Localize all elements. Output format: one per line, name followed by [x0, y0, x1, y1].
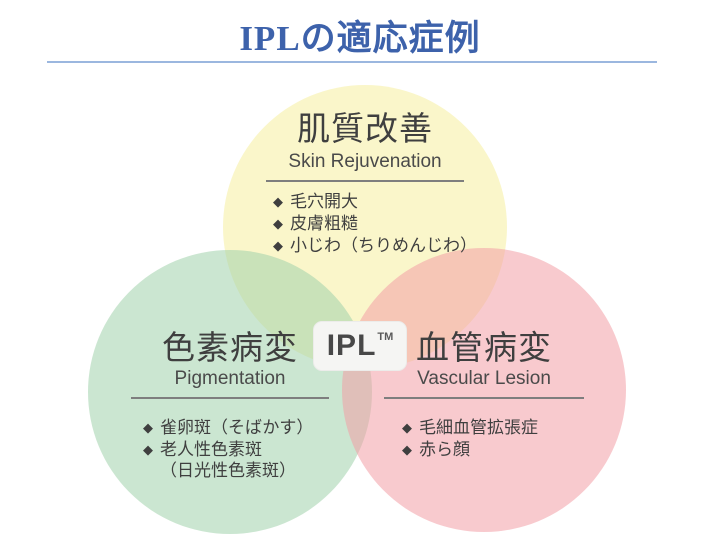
vascular-lesion-title-ja: 血管病変 — [416, 329, 552, 366]
pigmentation-underline — [131, 396, 329, 399]
ipl-center-badge: IPL TM — [313, 321, 407, 371]
skin-rejuvenation-symptom-list: ◆ 毛穴開大 ◆ 皮膚粗糙 ◆ 小じわ（ちりめんじわ） — [240, 191, 490, 256]
skin-rejuvenation-title-ja: 肌質改善 — [297, 110, 433, 147]
ipl-badge-label: IPL — [326, 329, 377, 362]
pigmentation-symptom-list: ◆ 雀卵斑（そばかす） ◆ 老人性色素斑 （日光性色素斑） — [105, 417, 355, 481]
symptom-text: 老人性色素斑 （日光性色素斑） — [160, 439, 296, 480]
skin-rejuvenation-title-en: Skin Rejuvenation — [288, 150, 442, 172]
vascular-lesion-underline — [384, 396, 584, 399]
symptom-item: ◆ 毛穴開大 — [273, 191, 490, 212]
diamond-bullet-icon: ◆ — [273, 237, 283, 253]
venn-circle-pigmentation — [88, 250, 372, 534]
symptom-item: ◆ 毛細血管拡張症 — [402, 417, 609, 438]
symptom-item: ◆ 雀卵斑（そばかす） — [143, 417, 355, 438]
page-title: IPLの適応症例 — [239, 19, 481, 58]
pigmentation-title-ja: 色素病変 — [162, 329, 298, 366]
title-divider — [47, 61, 657, 63]
symptom-text: 赤ら顔 — [419, 439, 470, 459]
diamond-bullet-icon: ◆ — [143, 441, 153, 457]
panel-pigmentation: 色素病変 Pigmentation ◆ 雀卵斑（そばかす） ◆ 老人性色素斑 （日光性… — [105, 329, 355, 482]
symptom-item: ◆ 皮膚粗糙 — [273, 213, 490, 234]
symptom-item: ◆ 赤ら顔 — [402, 439, 609, 460]
symptom-text: 雀卵斑（そばかす） — [160, 417, 314, 437]
skin-rejuvenation-underline — [266, 179, 464, 182]
symptom-text: 小じわ（ちりめんじわ） — [290, 235, 477, 255]
diamond-bullet-icon: ◆ — [402, 441, 412, 457]
symptom-text: 皮膚粗糙 — [290, 213, 358, 233]
diamond-bullet-icon: ◆ — [143, 419, 153, 435]
symptom-item: ◆ 老人性色素斑 （日光性色素斑） — [143, 439, 355, 481]
symptom-text: 毛穴開大 — [290, 191, 358, 211]
pigmentation-title-en: Pigmentation — [174, 367, 286, 389]
panel-skin-rejuvenation: 肌質改善 Skin Rejuvenation ◆ 毛穴開大 ◆ 皮膚粗糙 ◆ 小じわ（ちり… — [240, 110, 490, 257]
diamond-bullet-icon: ◆ — [402, 419, 412, 435]
symptom-item: ◆ 小じわ（ちりめんじわ） — [273, 235, 490, 256]
diamond-bullet-icon: ◆ — [273, 193, 283, 209]
trademark-mark: TM — [377, 331, 394, 343]
venn-circle-vascular-lesion — [342, 248, 626, 532]
symptom-text: 毛細血管拡張症 — [419, 417, 538, 437]
vascular-lesion-symptom-list: ◆ 毛細血管拡張症 ◆ 赤ら顔 — [359, 417, 609, 460]
diamond-bullet-icon: ◆ — [273, 215, 283, 231]
panel-vascular-lesion: 血管病変 Vascular Lesion ◆ 毛細血管拡張症 ◆ 赤ら顔 — [359, 329, 609, 461]
vascular-lesion-title-en: Vascular Lesion — [417, 367, 551, 389]
